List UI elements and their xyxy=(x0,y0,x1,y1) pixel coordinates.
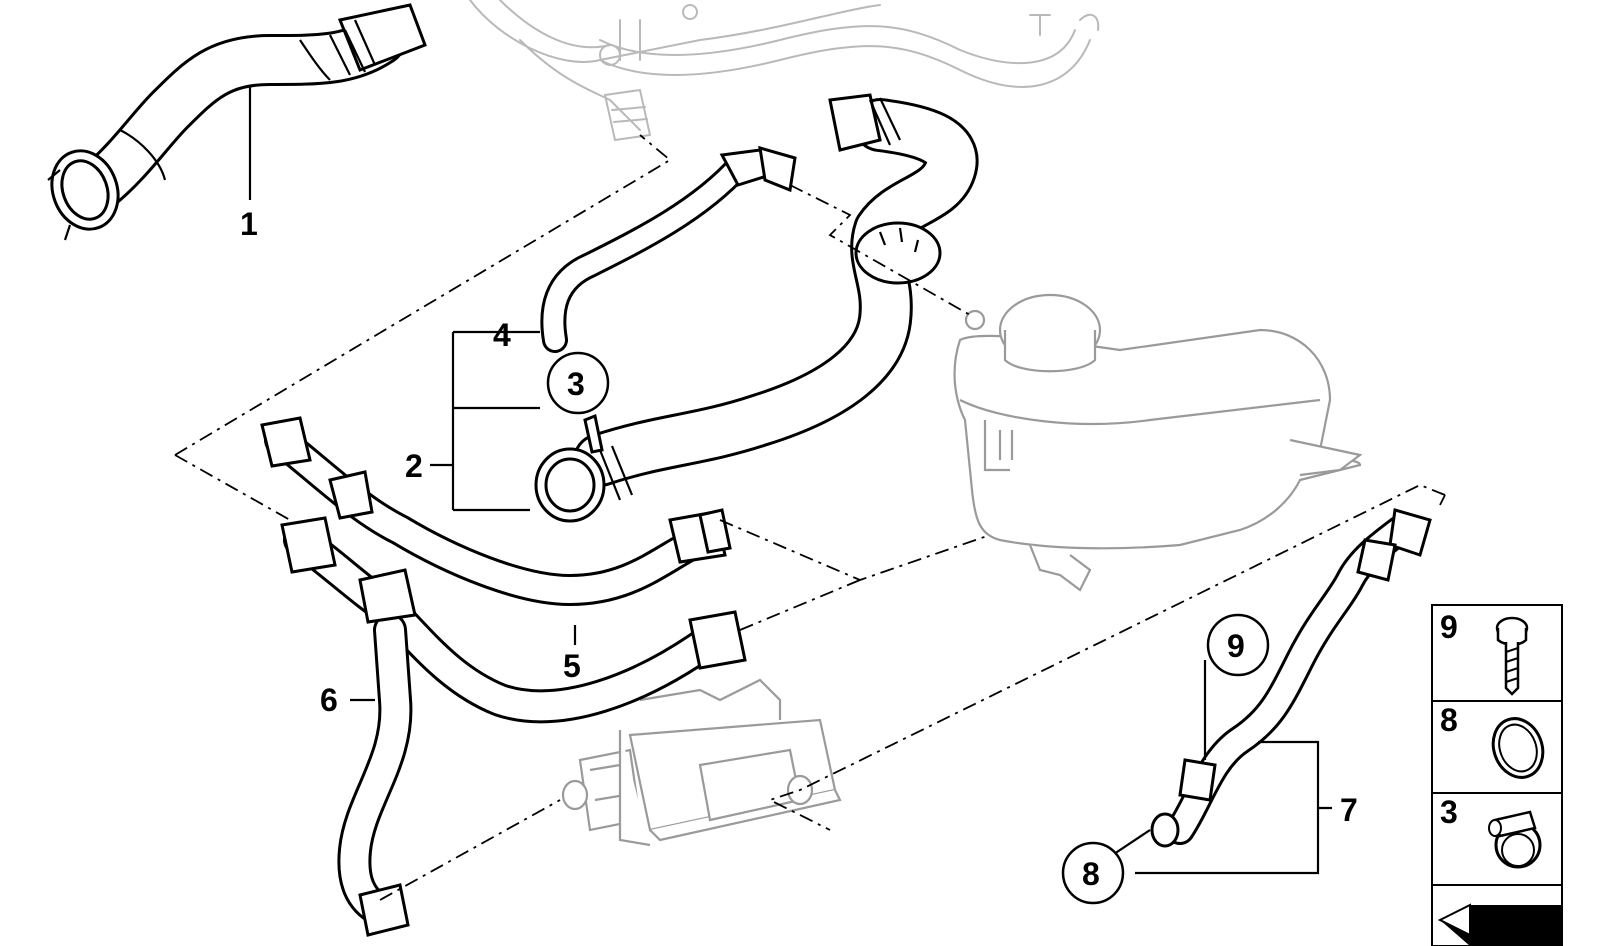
legend-number-seal-ring: 8 xyxy=(1440,702,1458,738)
parts-legend: 9 8 3 xyxy=(1431,604,1563,946)
callout-8: 8 xyxy=(1082,856,1100,892)
radiator-hose-1 xyxy=(47,3,427,241)
callout-7: 7 xyxy=(1340,792,1358,828)
callout-5: 5 xyxy=(563,648,581,684)
callout-3-circle xyxy=(546,351,610,415)
callout-2: 2 xyxy=(405,448,423,484)
coolant-hose-6 xyxy=(280,516,747,937)
callout-4: 4 xyxy=(493,317,511,353)
seal-ring-icon xyxy=(1491,717,1545,779)
callout-9-circle xyxy=(1206,613,1270,677)
callout-6: 6 xyxy=(320,682,338,718)
radiator-hose-2 xyxy=(534,93,979,523)
callout-1: 1 xyxy=(240,206,258,242)
dashed-connection-lines xyxy=(174,134,1446,901)
background-engine-pipe xyxy=(469,0,1100,141)
legend-number-screw: 9 xyxy=(1440,609,1458,645)
legend-number-hose-clamp: 3 xyxy=(1440,794,1458,830)
callout-8-circle xyxy=(1061,841,1125,905)
vent-hose-4 xyxy=(540,145,797,353)
screw-icon xyxy=(1495,616,1529,696)
coolant-hose-7 xyxy=(1150,508,1432,848)
callout-3: 3 xyxy=(567,366,585,402)
expansion-tank xyxy=(953,293,1363,592)
arrow-marker-icon xyxy=(1437,903,1562,946)
hose-clamp-icon xyxy=(1488,810,1542,869)
heater-hose-5 xyxy=(260,416,732,606)
callout-9: 9 xyxy=(1227,628,1245,664)
